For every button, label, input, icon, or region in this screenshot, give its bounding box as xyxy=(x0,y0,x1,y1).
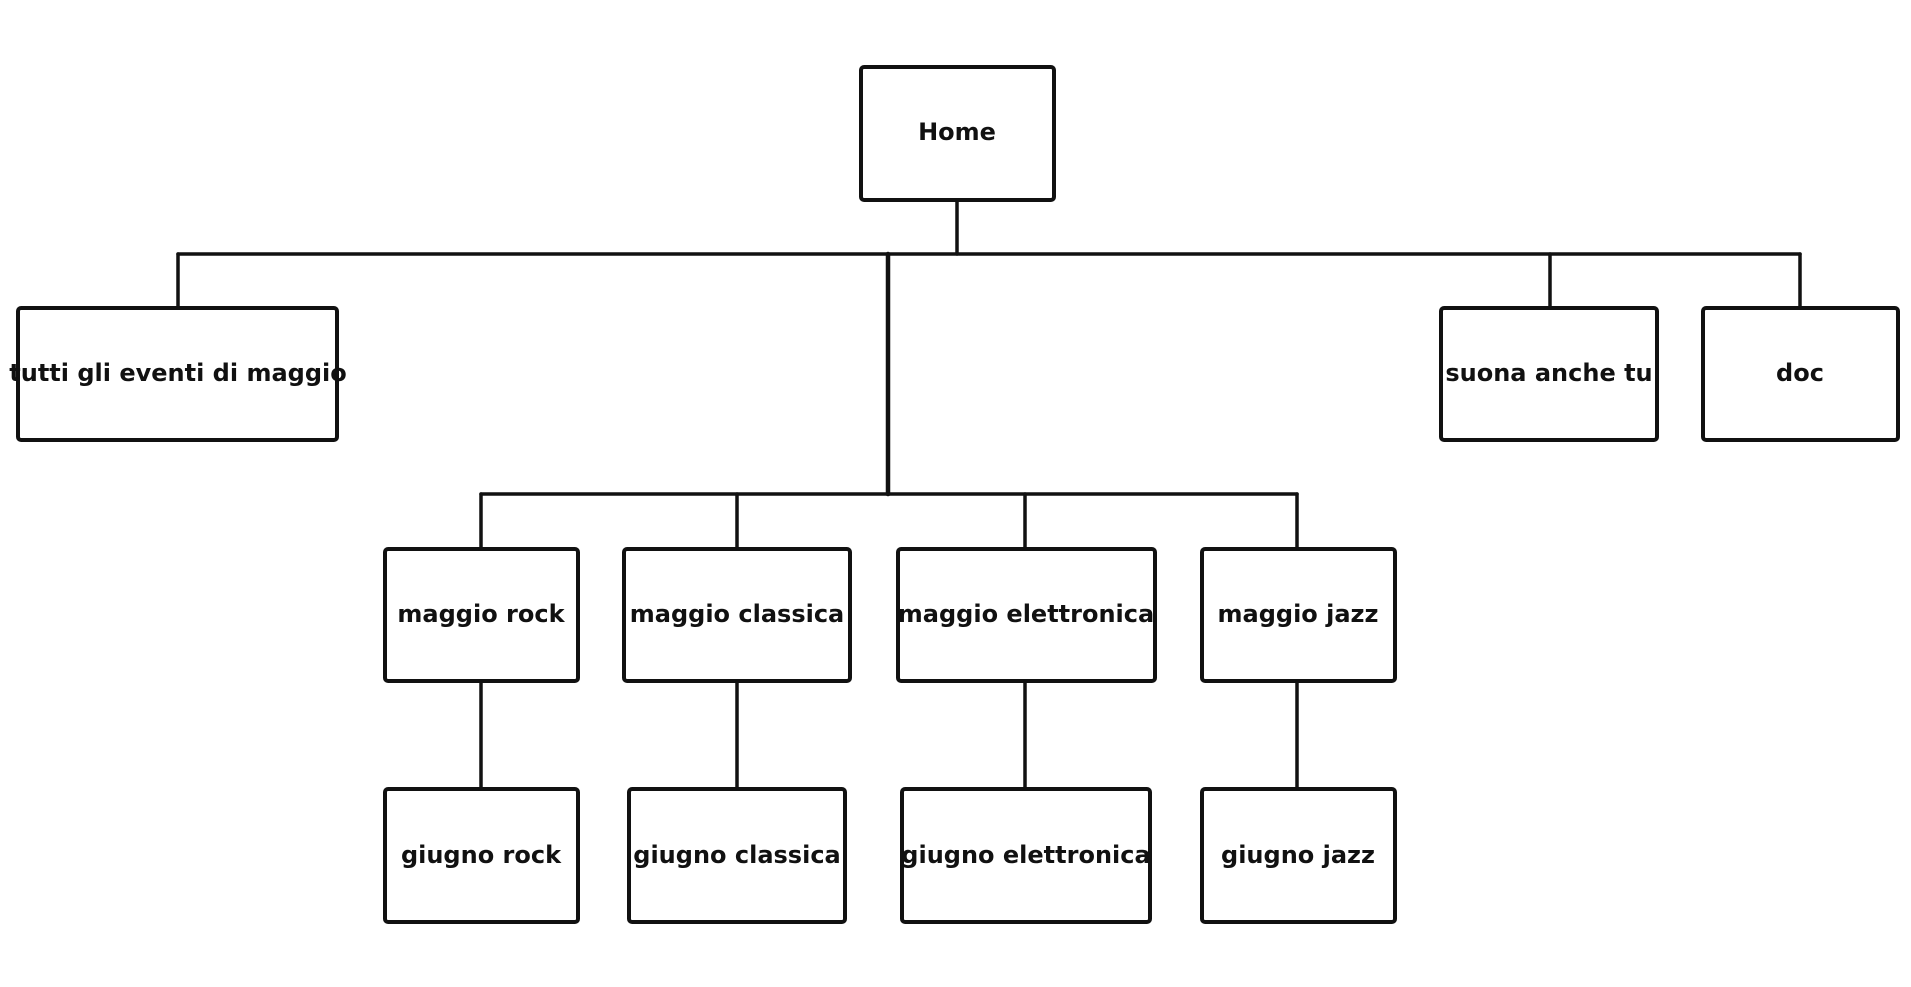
node-maggio-jazz-label: maggio jazz xyxy=(1218,600,1379,628)
node-suona-anche-tu: suona anche tu xyxy=(1439,306,1659,442)
node-giugno-classica-label: giugno classica xyxy=(633,841,840,869)
node-maggio-classica: maggio classica xyxy=(622,547,852,683)
node-giugno-elettronica-label: giugno elettronica xyxy=(901,841,1150,869)
node-maggio-rock-label: maggio rock xyxy=(397,600,565,628)
node-doc-label: doc xyxy=(1776,359,1824,387)
node-maggio-rock: maggio rock xyxy=(383,547,580,683)
node-maggio-jazz: maggio jazz xyxy=(1200,547,1397,683)
node-maggio-classica-label: maggio classica xyxy=(630,600,845,628)
node-maggio-elettronica: maggio elettronica xyxy=(896,547,1157,683)
node-tutti-eventi-maggio-label: tutti gli eventi di maggio xyxy=(9,359,346,387)
node-giugno-jazz: giugno jazz xyxy=(1200,787,1397,924)
node-suona-anche-tu-label: suona anche tu xyxy=(1445,359,1652,387)
node-home: Home xyxy=(859,65,1056,202)
node-giugno-rock-label: giugno rock xyxy=(401,841,562,869)
node-giugno-rock: giugno rock xyxy=(383,787,580,924)
node-giugno-classica: giugno classica xyxy=(627,787,847,924)
connectors xyxy=(176,200,1802,790)
node-maggio-elettronica-label: maggio elettronica xyxy=(898,600,1154,628)
node-doc: doc xyxy=(1701,306,1900,442)
node-giugno-elettronica: giugno elettronica xyxy=(900,787,1152,924)
node-tutti-eventi-maggio: tutti gli eventi di maggio xyxy=(9,306,347,442)
node-home-label: Home xyxy=(918,118,996,146)
node-giugno-jazz-label: giugno jazz xyxy=(1221,841,1375,869)
